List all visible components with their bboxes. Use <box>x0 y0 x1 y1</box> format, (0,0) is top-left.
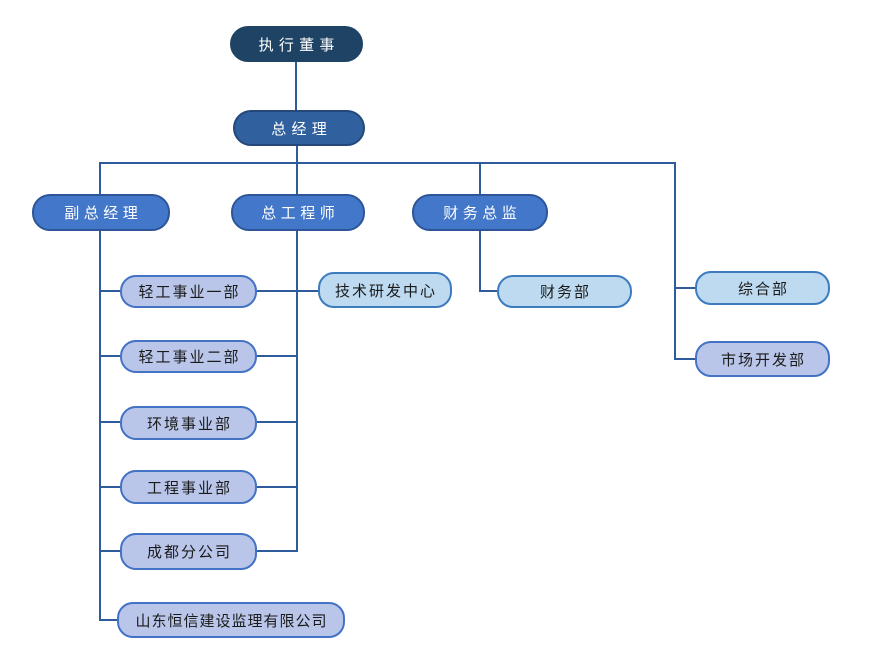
node-label: 财务部 <box>539 284 591 301</box>
org-node-general-manager[interactable]: 总经理 <box>233 110 365 146</box>
org-node-executive-director[interactable]: 执行董事 <box>230 26 363 62</box>
node-label: 综合部 <box>737 280 789 298</box>
org-node-finance-director[interactable]: 财务总监 <box>412 194 548 231</box>
connector-line <box>257 290 318 292</box>
org-node-chengdu-branch[interactable]: 成都分公司 <box>120 533 257 570</box>
org-node-general-dept[interactable]: 综合部 <box>695 271 830 305</box>
node-label: 技术研发中心 <box>334 282 437 300</box>
connector-line <box>674 287 695 289</box>
connector-line <box>99 355 120 357</box>
connector-line <box>674 358 695 360</box>
node-label: 市场开发部 <box>720 351 806 369</box>
node-label: 轻工事业二部 <box>138 349 241 366</box>
node-label: 山东恒信建设监理有限公司 <box>135 612 328 630</box>
connector-line <box>674 162 676 360</box>
org-node-market-dev-dept[interactable]: 市场开发部 <box>695 341 830 377</box>
connector-line <box>99 162 101 195</box>
connector-line <box>296 162 298 195</box>
connector-line <box>479 231 481 292</box>
org-node-deputy-general-manager[interactable]: 副总经理 <box>32 194 170 231</box>
connector-line <box>296 146 298 163</box>
connector-line <box>99 619 117 621</box>
connector-line <box>479 290 497 292</box>
org-node-light-industry-div-2[interactable]: 轻工事业二部 <box>120 340 257 373</box>
connector-line <box>99 550 120 552</box>
connector-line <box>99 162 676 164</box>
node-label: 执行董事 <box>258 36 340 54</box>
connector-line <box>99 421 120 423</box>
connector-line <box>257 421 298 423</box>
org-node-light-industry-div-1[interactable]: 轻工事业一部 <box>120 275 257 308</box>
node-label: 总工程师 <box>261 205 340 222</box>
node-label: 成都分公司 <box>146 544 232 561</box>
org-node-tech-rd-center[interactable]: 技术研发中心 <box>318 272 452 308</box>
node-label: 轻工事业一部 <box>138 284 241 301</box>
connector-line <box>99 486 120 488</box>
org-node-chief-engineer[interactable]: 总工程师 <box>231 194 365 231</box>
connector-line <box>99 231 101 621</box>
connector-line <box>295 62 297 110</box>
node-label: 副总经理 <box>64 205 143 222</box>
org-node-shandong-hengxin[interactable]: 山东恒信建设监理有限公司 <box>117 602 345 638</box>
org-node-engineering-div[interactable]: 工程事业部 <box>120 470 257 504</box>
node-label: 环境事业部 <box>146 415 232 433</box>
org-node-environment-div[interactable]: 环境事业部 <box>120 406 257 440</box>
connector-line <box>296 231 298 552</box>
org-node-finance-dept[interactable]: 财务部 <box>497 275 632 308</box>
connector-line <box>257 550 298 552</box>
connector-line <box>479 162 481 195</box>
connector-line <box>99 290 120 292</box>
connector-line <box>257 486 298 488</box>
node-label: 工程事业部 <box>146 479 232 497</box>
node-label: 财务总监 <box>443 205 522 222</box>
connector-line <box>257 355 298 357</box>
node-label: 总经理 <box>271 120 332 138</box>
